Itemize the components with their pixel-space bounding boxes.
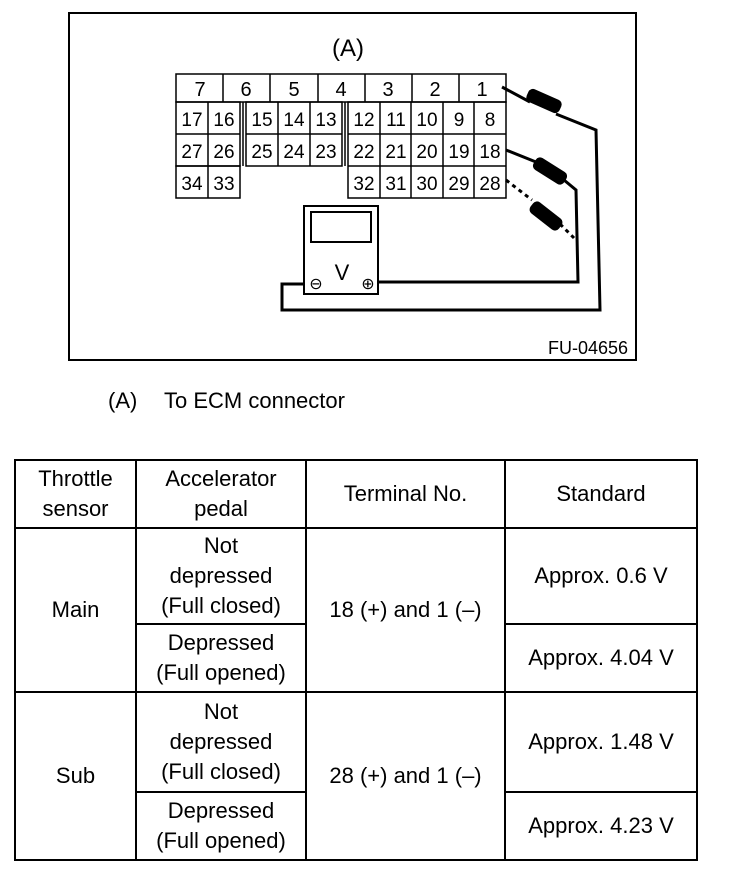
caption-text: To ECM connector: [164, 388, 345, 413]
table-row: Depressed (Full opened) Approx. 4.23 V: [15, 791, 698, 861]
table-row: Main Not depressed (Full closed) 18 (+) …: [14, 527, 698, 693]
table-row: Sub Not depressed (Full closed) 28 (+) a…: [14, 691, 698, 861]
pin-3: 3: [382, 79, 393, 101]
pedal-depressed: Depressed (Full opened): [135, 791, 307, 861]
header-pedal-line2: pedal: [194, 496, 248, 521]
connector-diagram: (A): [175, 35, 628, 358]
positive-terminal-icon: ⊕: [361, 274, 374, 293]
pin-31: 31: [385, 174, 406, 195]
pin-6: 6: [240, 79, 251, 101]
pin-34: 34: [181, 174, 203, 195]
header-standard: Standard: [504, 459, 698, 529]
standard-value: Approx. 1.48 V: [504, 691, 698, 793]
pin-20: 20: [416, 142, 437, 163]
pin-27: 27: [181, 142, 202, 163]
pin-8: 8: [485, 110, 496, 131]
header-pedal-line1: Accelerator: [165, 466, 277, 491]
standard-value: Approx. 0.6 V: [504, 527, 698, 625]
pin-1: 1: [476, 79, 487, 101]
pedal-line: Not: [203, 699, 239, 724]
pedal-line: depressed: [169, 729, 273, 754]
pin-19: 19: [448, 142, 469, 163]
pin-7: 7: [194, 79, 205, 101]
voltmeter: V ⊖ ⊕: [303, 205, 379, 295]
figure-label: (A): [332, 35, 364, 62]
probe-bodies: [526, 88, 568, 231]
pin-21: 21: [385, 142, 406, 163]
standard-value: Approx. 4.23 V: [504, 791, 698, 861]
connector-body: [175, 73, 507, 199]
pin-2: 2: [429, 79, 440, 101]
sensor-main: Main: [14, 527, 137, 693]
pin-14: 14: [283, 110, 305, 131]
pin-11: 11: [386, 110, 406, 131]
caption-key: (A): [108, 388, 138, 413]
pedal-line: Depressed: [167, 630, 275, 655]
probe-wires: [280, 85, 602, 312]
pin-15: 15: [251, 110, 272, 131]
pedal-not-depressed: Not depressed (Full closed): [135, 691, 307, 793]
pedal-line: depressed: [169, 563, 273, 588]
figure-caption: (A) To ECM connector: [108, 388, 345, 414]
pedal-line: (Full opened): [156, 828, 286, 853]
pin-10: 10: [416, 110, 437, 131]
pin-13: 13: [315, 110, 336, 131]
pin-4: 4: [335, 79, 346, 101]
pedal-line: Not: [203, 533, 239, 558]
pin-24: 24: [283, 142, 305, 163]
header-throttle-sensor: Throttle sensor: [14, 459, 137, 529]
header-terminal-no: Terminal No.: [305, 459, 506, 529]
connector-figure: (A): [68, 12, 637, 361]
pedal-line: Depressed: [167, 798, 275, 823]
header-accelerator-pedal: Accelerator pedal: [135, 459, 307, 529]
voltmeter-label: V: [335, 260, 350, 285]
table-row: Depressed (Full opened) Approx. 4.04 V: [15, 623, 698, 693]
pin-22: 22: [353, 142, 374, 163]
pin-33: 33: [213, 174, 234, 195]
pin-5: 5: [288, 79, 299, 101]
pedal-line: (Full closed): [161, 593, 281, 618]
negative-terminal-icon: ⊖: [309, 274, 322, 293]
sensor-sub: Sub: [14, 691, 137, 861]
header-throttle-line2: sensor: [42, 496, 109, 521]
pin-30: 30: [416, 174, 437, 195]
table-header-row: Throttle sensor Accelerator pedal Termin…: [14, 459, 698, 529]
pin-18: 18: [479, 142, 500, 163]
pin-17: 17: [181, 110, 202, 131]
terminal-sub: 28 (+) and 1 (–): [305, 691, 506, 861]
pedal-not-depressed: Not depressed (Full closed): [135, 527, 307, 625]
pin-9: 9: [454, 110, 465, 131]
pedal-line: (Full closed): [161, 759, 281, 784]
pedal-depressed: Depressed (Full opened): [135, 623, 307, 693]
header-throttle-line1: Throttle: [38, 466, 113, 491]
pin-26: 26: [213, 142, 234, 163]
pin-32: 32: [353, 174, 374, 195]
pin-29: 29: [448, 174, 469, 195]
standard-value: Approx. 4.04 V: [504, 623, 698, 693]
pin-25: 25: [251, 142, 272, 163]
pin-23: 23: [315, 142, 336, 163]
figure-code: FU-04656: [548, 338, 628, 358]
pedal-line: (Full opened): [156, 660, 286, 685]
terminal-main: 18 (+) and 1 (–): [305, 527, 506, 693]
pin-12: 12: [353, 110, 374, 131]
spec-table: Throttle sensor Accelerator pedal Termin…: [14, 459, 698, 861]
pin-16: 16: [213, 110, 234, 131]
pin-28: 28: [479, 174, 500, 195]
